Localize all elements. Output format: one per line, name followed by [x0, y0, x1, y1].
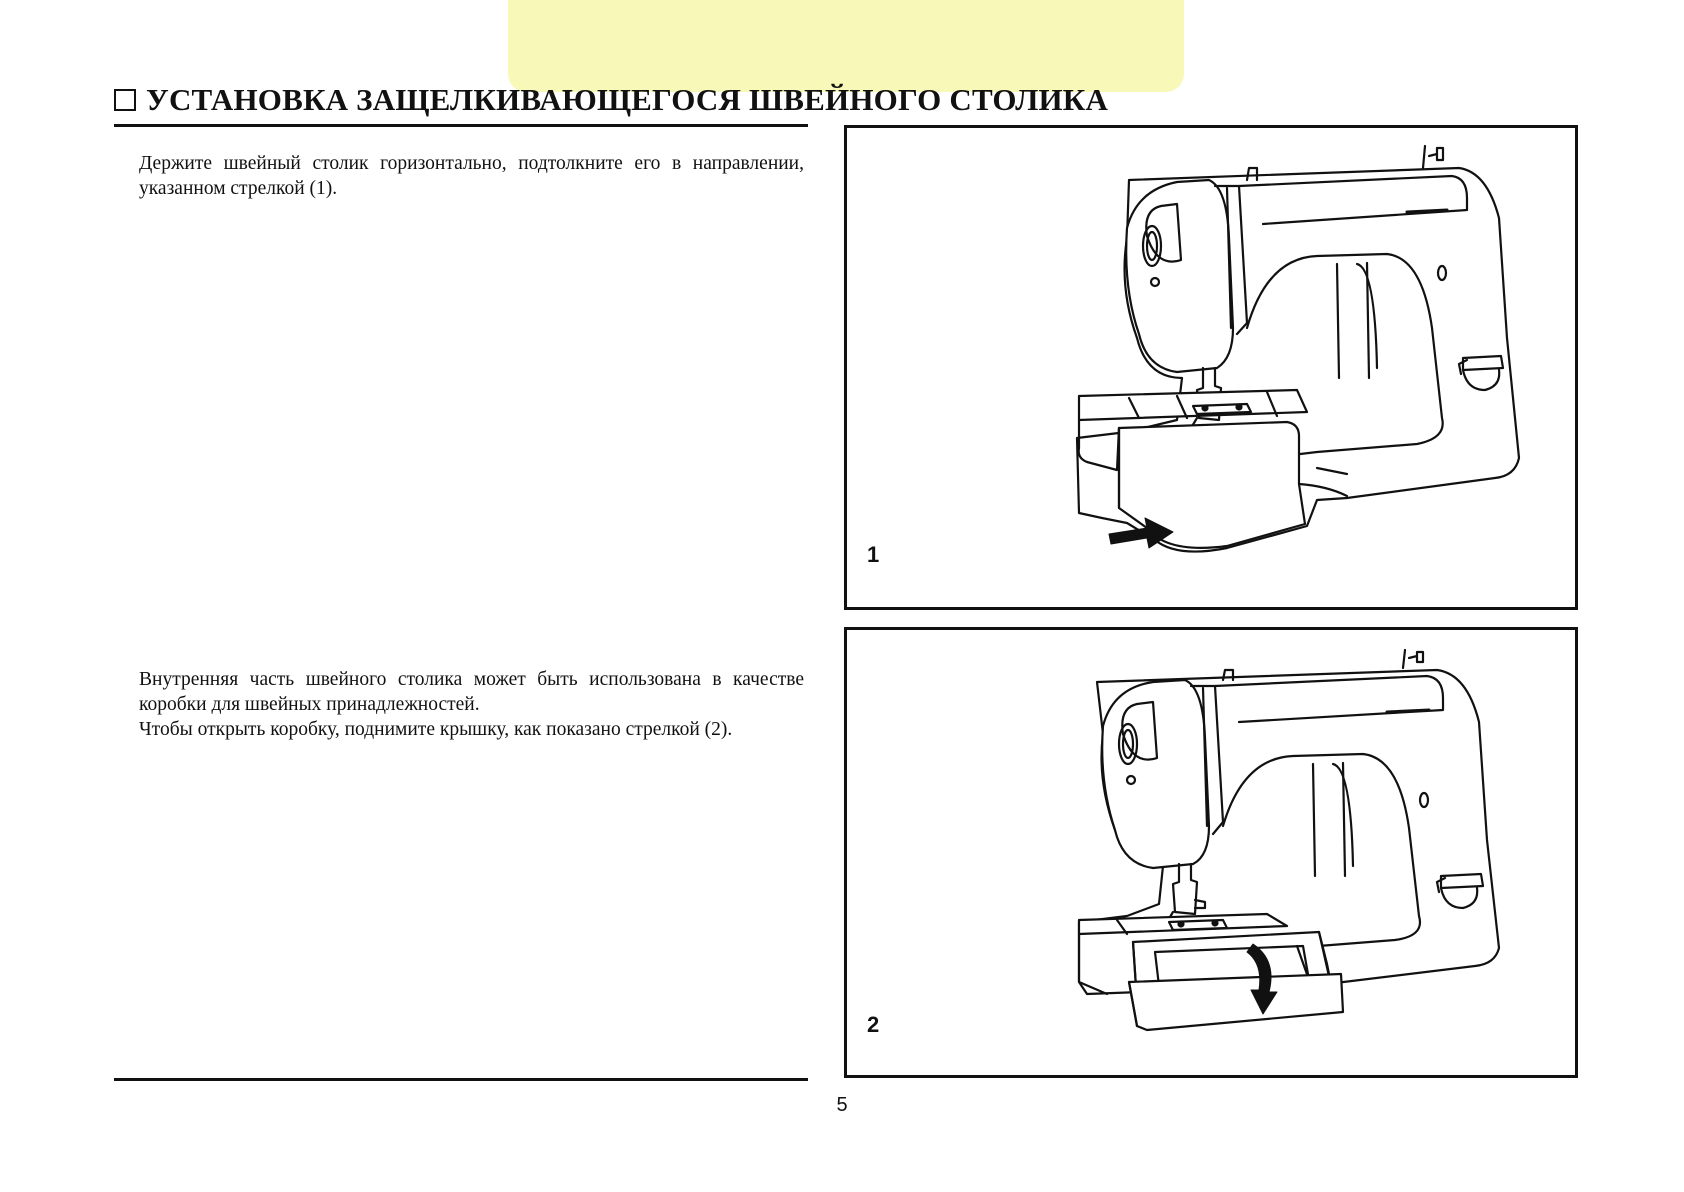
sewing-machine-illustration-2 [1077, 648, 1501, 1032]
figure-2-panel: 2 [844, 627, 1578, 1078]
paragraph-1-text: Держите швейный столик горизонтально, по… [139, 153, 804, 199]
paragraph-1: Держите швейный столик горизонтально, по… [139, 151, 804, 201]
page-number: 5 [836, 1094, 848, 1116]
empty-checkbox-icon [114, 89, 136, 111]
arrow-right-icon [1108, 517, 1174, 549]
paragraph-2b-text: Чтобы открыть коробку, поднимите крышку,… [139, 719, 733, 740]
curved-arrow-down-icon [1246, 943, 1278, 1015]
figure-1-number: 1 [867, 542, 880, 567]
yellow-highlight [508, 0, 1184, 92]
top-rule [114, 124, 808, 127]
paragraph-2a-text: Внутренняя часть швейного столика может … [139, 669, 804, 715]
bottom-rule [114, 1078, 808, 1081]
sewing-machine-illustration-1 [1075, 144, 1521, 553]
figure-2-number: 2 [867, 1012, 880, 1037]
figure-1-panel: 1 [844, 125, 1578, 610]
section-heading: УСТАНОВКА ЗАЩЕЛКИВАЮЩЕГОСЯ ШВЕЙНОГО СТОЛ… [114, 80, 1214, 120]
section-title: УСТАНОВКА ЗАЩЕЛКИВАЮЩЕГОСЯ ШВЕЙНОГО СТОЛ… [146, 82, 1109, 117]
paragraph-2: Внутренняя часть швейного столика может … [139, 667, 804, 742]
